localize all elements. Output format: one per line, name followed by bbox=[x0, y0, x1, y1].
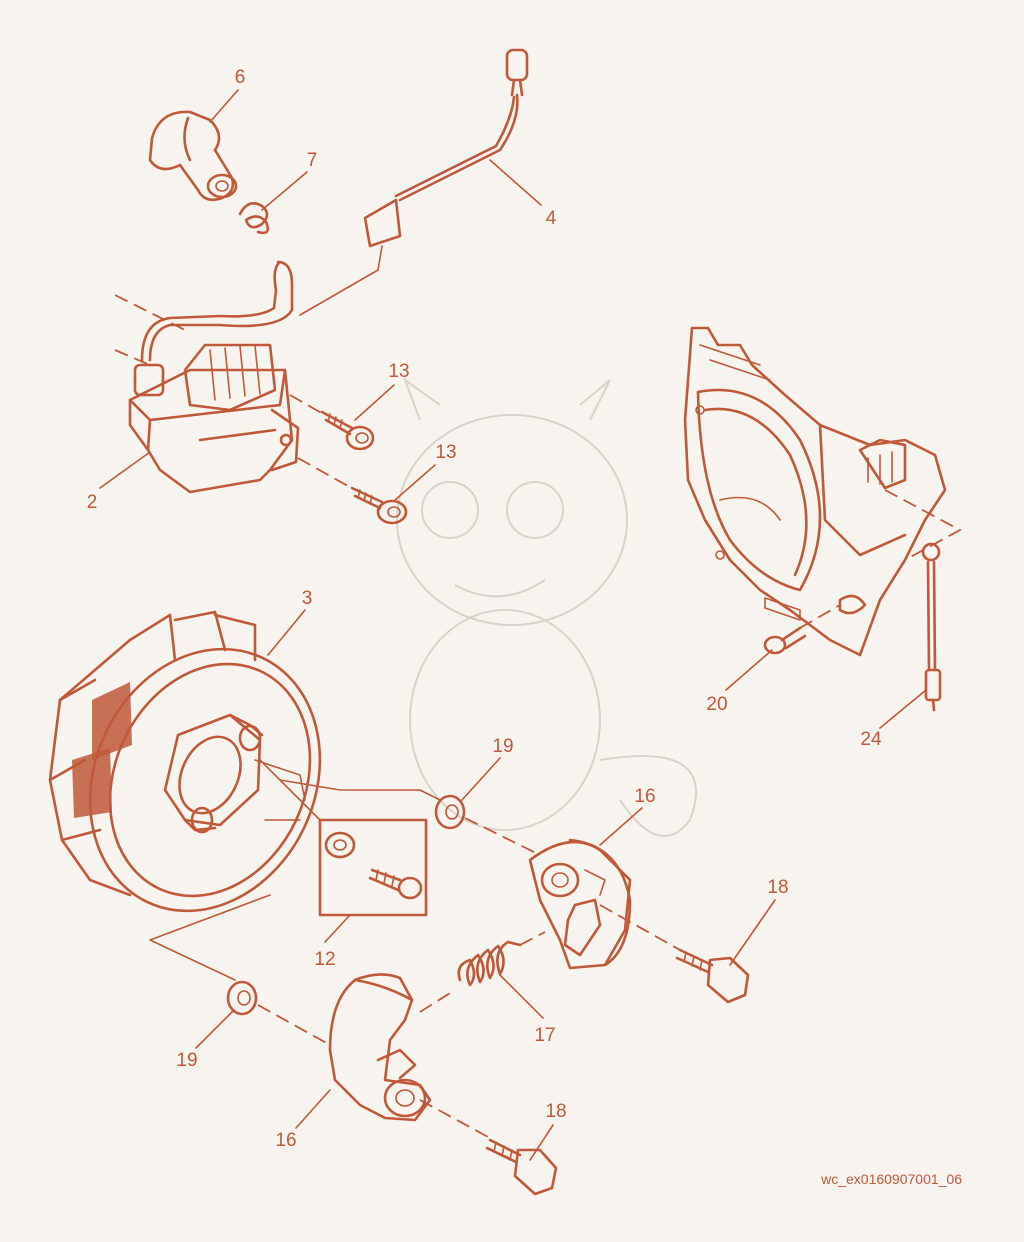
flywheel bbox=[48, 610, 322, 913]
spring-clip bbox=[238, 202, 270, 235]
label-18-upper: 18 bbox=[767, 877, 788, 898]
label-13-upper: 13 bbox=[388, 361, 409, 382]
label-19-lower: 19 bbox=[176, 1050, 197, 1071]
clutch-shoe-lower bbox=[328, 973, 432, 1122]
bolt-18-upper bbox=[599, 904, 750, 1004]
label-16-lower: 16 bbox=[275, 1130, 296, 1151]
label-3: 3 bbox=[302, 588, 313, 609]
label-2: 2 bbox=[87, 492, 98, 513]
spark-plug-boot bbox=[148, 110, 238, 202]
washer-19-lower bbox=[149, 894, 331, 1046]
bolt-18-lower bbox=[419, 1099, 558, 1196]
label-12: 12 bbox=[314, 949, 335, 970]
clutch-fastener-kit bbox=[259, 759, 441, 917]
label-24: 24 bbox=[860, 729, 882, 750]
watermark-dragon bbox=[396, 377, 697, 837]
clutch-shoe-upper bbox=[528, 838, 632, 970]
label-20: 20 bbox=[706, 694, 727, 715]
washer-19-upper bbox=[434, 794, 541, 856]
ignition-module bbox=[114, 260, 300, 494]
short-circuit-wire bbox=[299, 48, 529, 316]
figure-code: wc_ex0160907001_06 bbox=[820, 1171, 962, 1187]
screw-13-upper bbox=[289, 394, 375, 451]
label-13-lower: 13 bbox=[435, 442, 456, 463]
callout-labels: 6 7 4 13 13 2 3 19 16 18 12 17 19 16 18 … bbox=[87, 67, 882, 1151]
label-17: 17 bbox=[534, 1025, 555, 1046]
cable-24 bbox=[921, 542, 942, 712]
screw-13-lower bbox=[297, 457, 408, 525]
leader-lines bbox=[99, 89, 927, 1161]
label-6: 6 bbox=[235, 67, 246, 88]
screw-20 bbox=[763, 604, 841, 655]
label-4: 4 bbox=[546, 208, 557, 229]
label-7: 7 bbox=[307, 150, 318, 171]
fan-housing bbox=[683, 326, 962, 657]
label-19-upper: 19 bbox=[492, 736, 513, 757]
clutch-spring bbox=[419, 931, 546, 1013]
label-16-upper: 16 bbox=[634, 786, 655, 807]
label-18-lower: 18 bbox=[545, 1101, 566, 1122]
